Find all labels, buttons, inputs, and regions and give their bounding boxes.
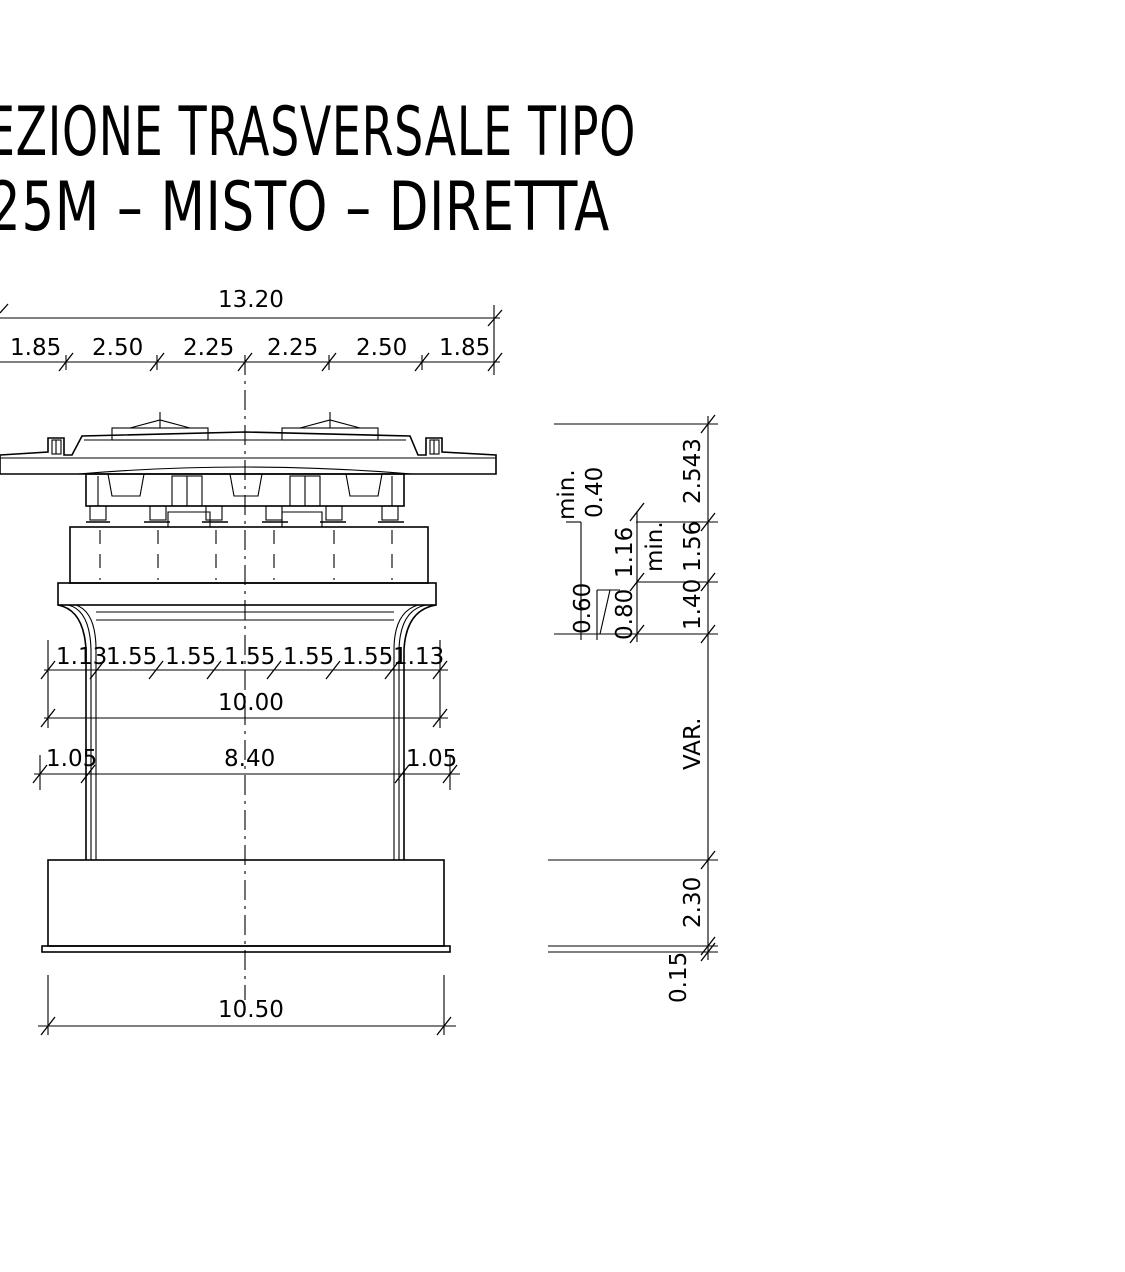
dim-top-5: 2.50 bbox=[356, 335, 407, 361]
dim-footing-width: 10.50 bbox=[218, 997, 284, 1023]
dim-top-1: 1.85 bbox=[10, 335, 61, 361]
dim-top-6: 1.85 bbox=[439, 335, 490, 361]
dim-cap-1: 1.13 bbox=[56, 644, 107, 670]
dim-pier-inner: 8.40 bbox=[224, 746, 275, 772]
dim-cap-4: 1.55 bbox=[224, 644, 275, 670]
dim-side-060: 0.60 bbox=[570, 583, 596, 634]
title-line-2: 25M – MISTO – DIRETTA bbox=[0, 168, 610, 247]
dim-pier-left: 1.05 bbox=[46, 746, 97, 772]
footing bbox=[41, 859, 451, 953]
dim-cap-6: 1.55 bbox=[342, 644, 393, 670]
dim-side-080: 0.80 bbox=[612, 589, 638, 640]
dim-pier-right: 1.05 bbox=[406, 746, 457, 772]
pier-head bbox=[69, 526, 429, 584]
pier-dimension-chain bbox=[32, 755, 460, 790]
title-line-1: EZIONE TRASVERSALE TIPO bbox=[0, 93, 636, 172]
footing-dimension bbox=[38, 975, 456, 1036]
dim-top-3: 2.25 bbox=[183, 335, 234, 361]
dim-cap-7: 1.13 bbox=[393, 644, 444, 670]
dim-min-label-2: min. bbox=[642, 521, 668, 572]
top-dimension-chain bbox=[0, 303, 503, 375]
dim-side-116: 1.16 bbox=[612, 527, 638, 578]
dim-height-230: 2.30 bbox=[680, 877, 706, 928]
deck-slab bbox=[0, 412, 497, 475]
dim-top-4: 2.25 bbox=[267, 335, 318, 361]
dim-min-label-1: min. bbox=[554, 469, 580, 520]
dim-height-var: VAR. bbox=[680, 718, 706, 770]
dim-height-156: 1.56 bbox=[680, 521, 706, 572]
pier-wall bbox=[57, 604, 437, 860]
dim-top-2: 2.50 bbox=[92, 335, 143, 361]
dim-height-140: 1.40 bbox=[680, 579, 706, 630]
height-dimension-chain bbox=[548, 414, 718, 962]
cap-dimension-chain bbox=[40, 640, 448, 728]
dim-cap-5: 1.55 bbox=[283, 644, 334, 670]
dim-deck-total: 13.20 bbox=[218, 287, 284, 313]
dim-min-value-1: 0.40 bbox=[582, 467, 608, 518]
dim-height-015: 0.15 bbox=[666, 952, 692, 1003]
girders bbox=[85, 473, 405, 527]
cap-beam bbox=[57, 582, 437, 606]
dim-height-2543: 2.543 bbox=[680, 438, 706, 504]
dim-cap-width: 10.00 bbox=[218, 690, 284, 716]
dim-cap-2: 1.55 bbox=[106, 644, 157, 670]
dim-cap-3: 1.55 bbox=[165, 644, 216, 670]
